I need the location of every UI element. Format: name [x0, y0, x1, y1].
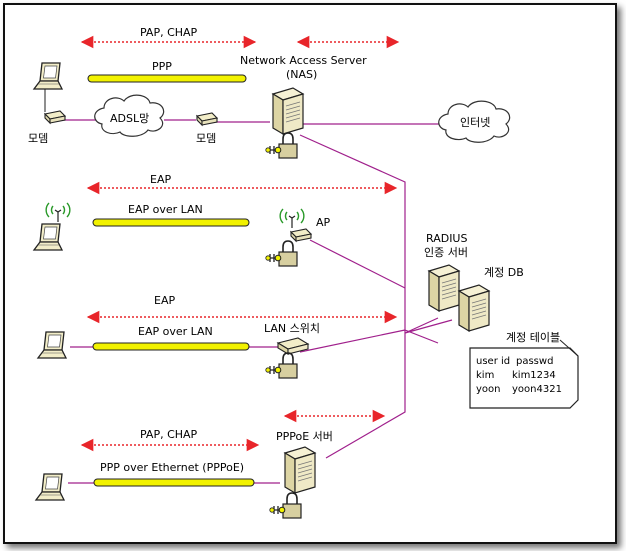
label-nas-1: Network Access Server	[240, 54, 367, 67]
label-radius-2: 인증 서버	[424, 246, 468, 259]
antenna-icon	[45, 202, 71, 223]
label-internet: 인터넷	[460, 116, 490, 129]
label-eap-over-lan-2: EAP over LAN	[138, 325, 213, 338]
antenna-icon	[279, 208, 305, 229]
modem-icon	[44, 110, 66, 124]
label-pap-chap-top: PAP, CHAP	[140, 26, 198, 39]
label-ppp: PPP	[152, 60, 172, 73]
nas-server-icon	[272, 87, 304, 135]
account-db-server-icon	[458, 284, 490, 332]
adsl-cloud	[94, 94, 165, 137]
label-eap-over-lan-1: EAP over LAN	[128, 203, 203, 216]
labels: PAP, CHAP PPP Network Access Server (NAS…	[28, 26, 560, 474]
table-cell-user: kim	[476, 370, 494, 381]
label-eap-2: EAP	[154, 294, 175, 307]
label-eap-1: EAP	[150, 173, 171, 186]
label-account-table: 계정 테이블	[506, 331, 560, 344]
laptop-icon	[35, 473, 65, 501]
table-header-userid: user id	[476, 356, 510, 367]
label-adsl: ADSL망	[110, 112, 149, 125]
lock-icon	[264, 132, 298, 159]
table-cell-pass: kim1234	[512, 370, 556, 381]
label-nas-2: (NAS)	[286, 68, 317, 81]
tunnel-eap-over-lan-2	[92, 342, 250, 351]
label-ap: AP	[316, 216, 331, 229]
pppoe-server-icon	[284, 446, 316, 494]
network-links	[44, 88, 453, 484]
laptop-icon	[33, 223, 63, 251]
access-point-icon	[290, 228, 312, 242]
table-header-passwd: passwd	[516, 356, 553, 367]
label-modem-right: 모뎀	[196, 132, 216, 145]
tunnels	[87, 74, 255, 487]
internet-cloud	[438, 100, 511, 143]
radius-server-icon	[428, 264, 460, 312]
laptop-icon	[37, 331, 67, 359]
label-lan-switch: LAN 스위치	[264, 322, 320, 335]
label-ppp-over-ethernet: PPP over Ethernet (PPPoE)	[100, 461, 244, 474]
lock-icon	[268, 492, 302, 519]
label-account-db: 계정 DB	[484, 266, 524, 279]
label-pap-chap-bottom: PAP, CHAP	[140, 428, 198, 441]
label-modem-left: 모뎀	[28, 132, 48, 145]
protocol-arrows	[80, 35, 400, 452]
modem-icon	[196, 112, 218, 126]
table-cell-pass: yoon4321	[512, 384, 562, 395]
lock-icon	[264, 352, 298, 379]
tunnel-eap-over-lan-1	[92, 218, 250, 227]
tunnel-pppoe	[93, 478, 255, 487]
table-cell-user: yoon	[476, 384, 501, 395]
tunnel-ppp	[87, 74, 247, 83]
lock-icon	[264, 240, 298, 267]
label-radius-1: RADIUS	[426, 232, 467, 245]
account-table-doc: user id passwd kim kim1234 yoon yoon4321	[469, 339, 579, 409]
lan-switch-icon	[276, 337, 310, 355]
laptop-icon	[33, 62, 63, 90]
label-pppoe-server: PPPoE 서버	[276, 430, 333, 443]
